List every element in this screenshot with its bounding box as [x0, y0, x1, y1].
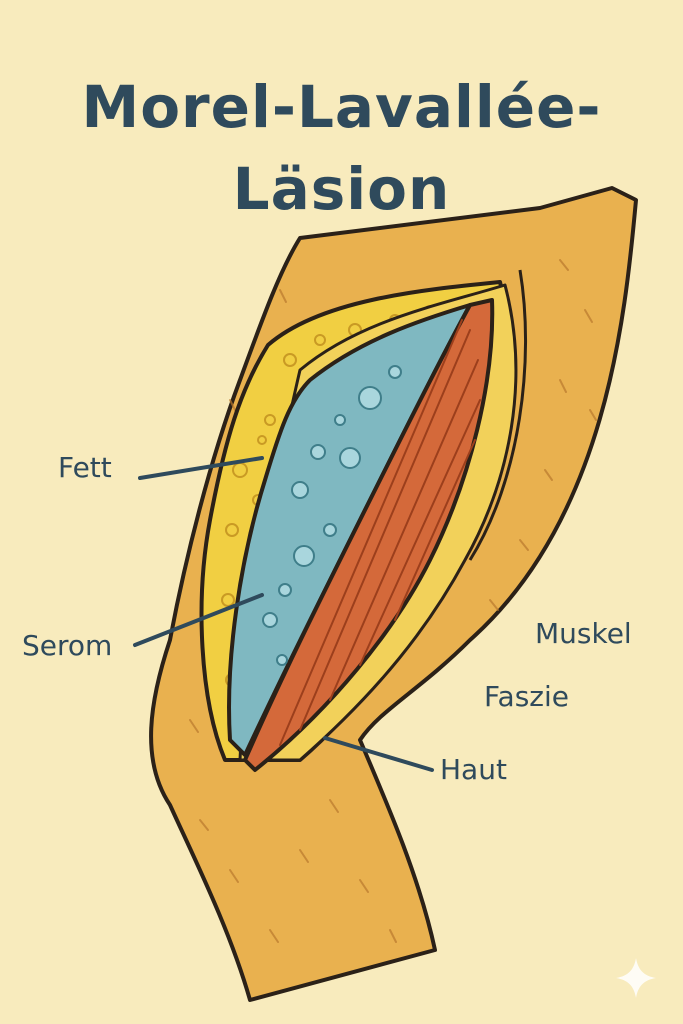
- label-muskel: Muskel: [535, 617, 632, 650]
- muscle: [243, 298, 495, 772]
- label-serom: Serom: [22, 629, 113, 662]
- leader-serom: [133, 593, 264, 647]
- seroma-bubbles: [262, 365, 402, 666]
- label-fett: Fett: [58, 451, 112, 484]
- label-faszie: Faszie: [484, 680, 569, 713]
- title-line-1: Morel-Lavallée-: [81, 73, 602, 141]
- leader-fett: [138, 456, 264, 480]
- title-line-2: Läsion: [232, 155, 451, 223]
- skin-texture: [189, 259, 597, 943]
- muscle-fibers: [279, 319, 481, 746]
- label-haut: Haut: [440, 753, 507, 786]
- leader-haut: [323, 736, 434, 772]
- leader-lines: [133, 456, 434, 772]
- skin-crease: [468, 269, 528, 561]
- sparkle-icon: [616, 958, 656, 998]
